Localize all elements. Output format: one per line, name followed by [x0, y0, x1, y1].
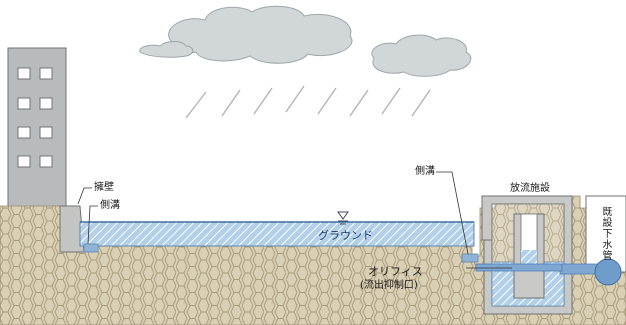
orifice-pipe — [475, 263, 563, 272]
side-ditch-right-label: 側溝 — [415, 166, 435, 177]
building — [7, 47, 67, 211]
orifice-label: オリフィス — [368, 265, 423, 278]
cloud-right — [371, 34, 472, 77]
side-ditch-left-label: 側溝 — [100, 200, 120, 211]
sewer-label: 既設下水管 — [600, 206, 611, 261]
cloud-large — [168, 5, 353, 64]
facility-label: 放流施設 — [510, 183, 550, 194]
rain-lines — [185, 85, 431, 119]
weir-label: 擁壁 — [94, 182, 114, 193]
ground-label: グラウンド — [318, 229, 373, 242]
existing-sewer-pipe — [559, 195, 626, 286]
ground-storage-area — [79, 221, 479, 263]
water-level-marker — [337, 211, 349, 225]
cloud-small-left — [139, 41, 194, 58]
orifice-sub-label: (流出抑制口) — [360, 280, 418, 291]
leader-lines — [77, 171, 512, 269]
discharge-facility — [481, 195, 573, 315]
